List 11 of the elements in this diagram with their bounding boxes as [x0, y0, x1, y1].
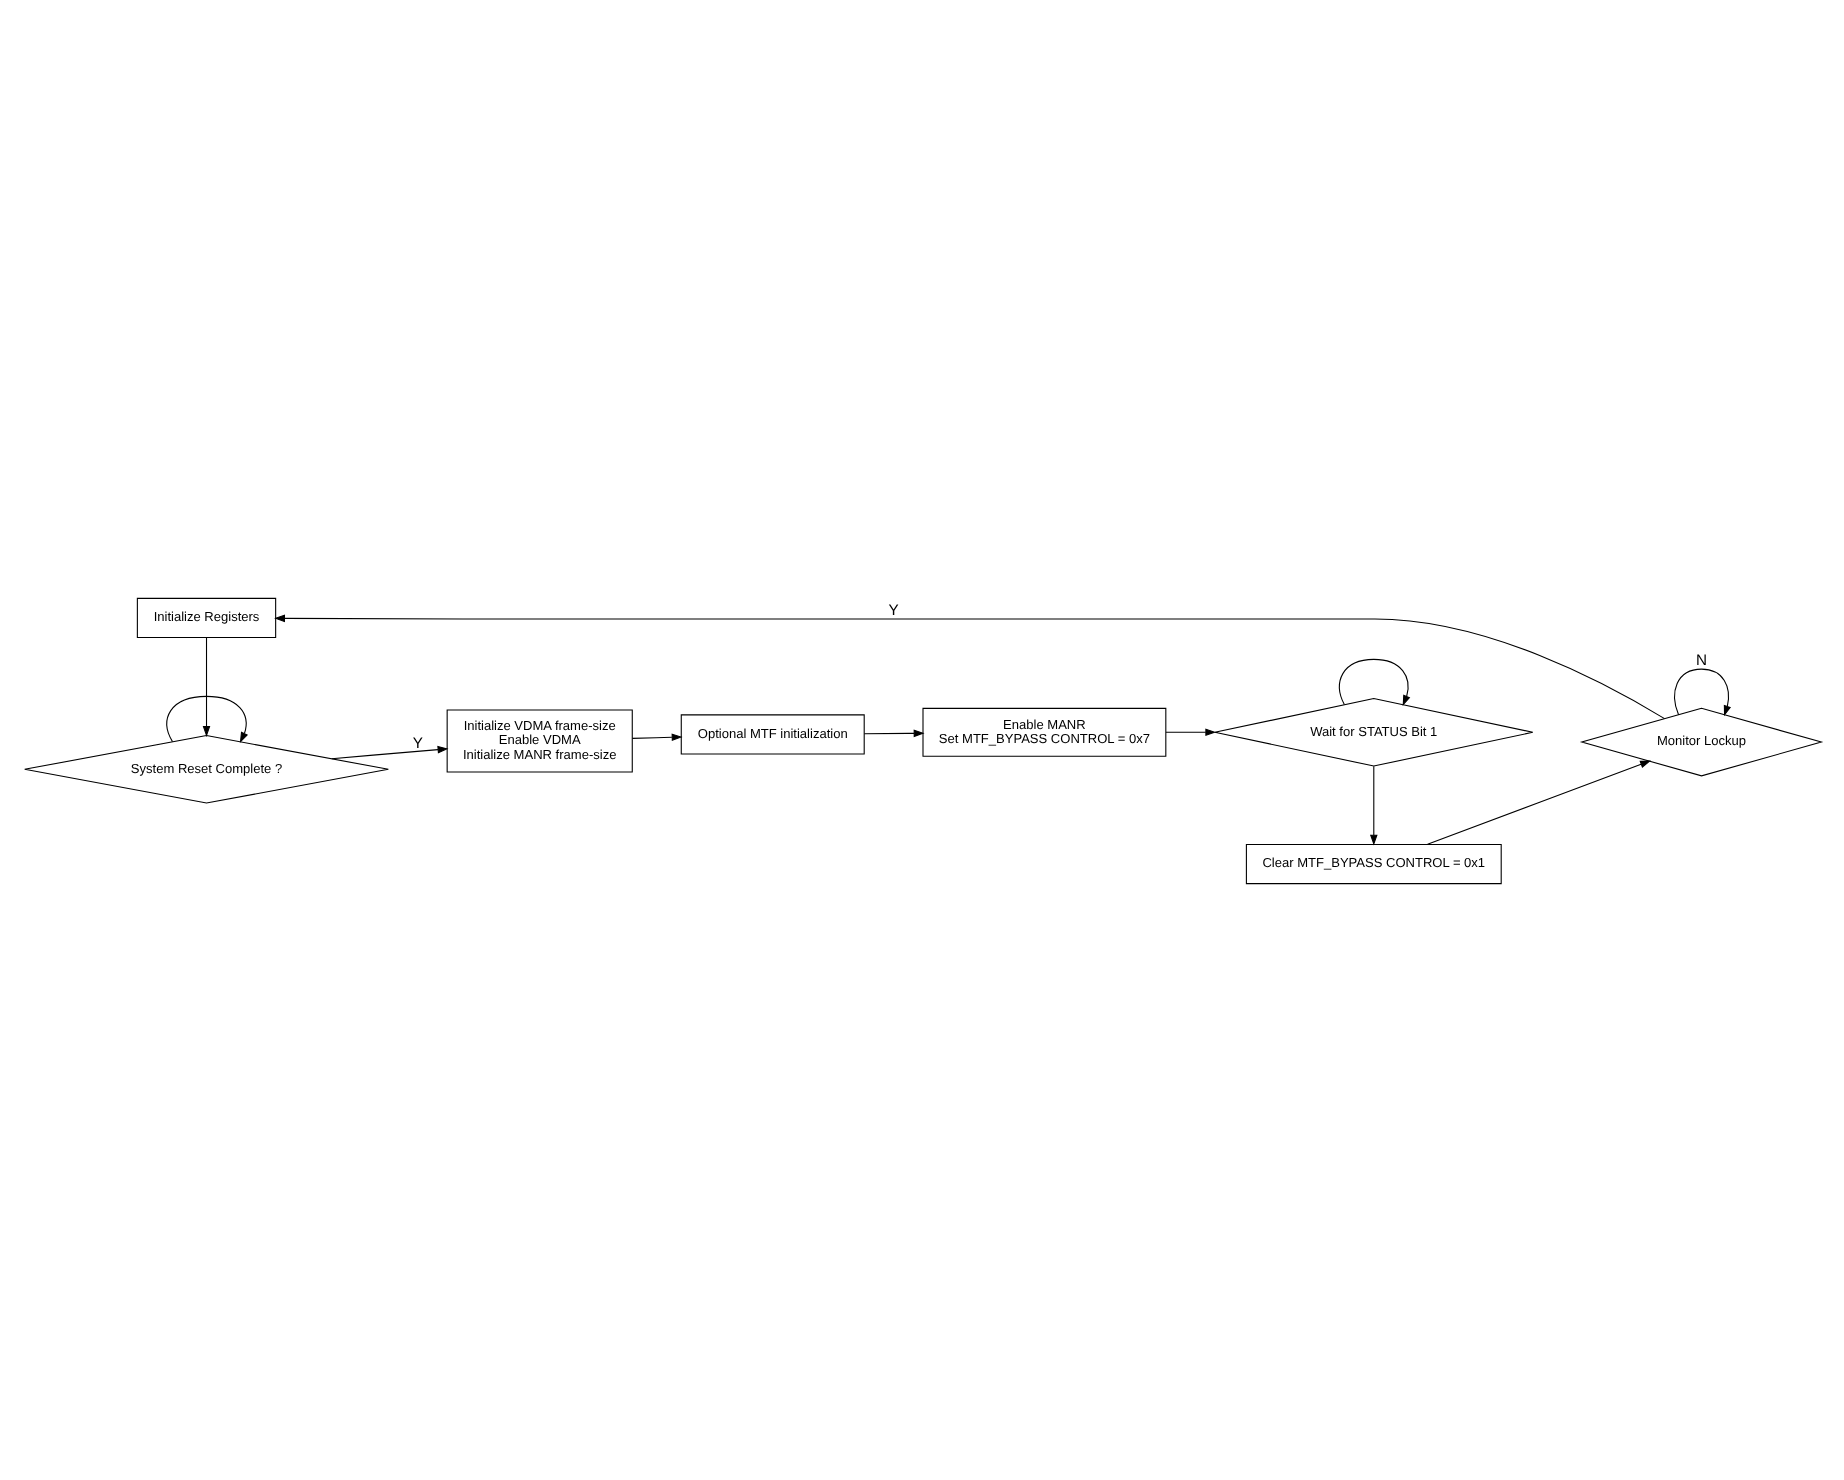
arrow [165, 694, 247, 743]
arrow [330, 744, 448, 759]
arrow [862, 728, 924, 737]
arrow [1164, 727, 1216, 736]
arrow [1673, 667, 1731, 716]
arrow [630, 732, 682, 741]
arrow [201, 636, 210, 736]
arrow [1369, 764, 1377, 845]
arrow [1426, 759, 1651, 844]
arrow [273, 613, 1665, 719]
arrow [1338, 657, 1410, 706]
